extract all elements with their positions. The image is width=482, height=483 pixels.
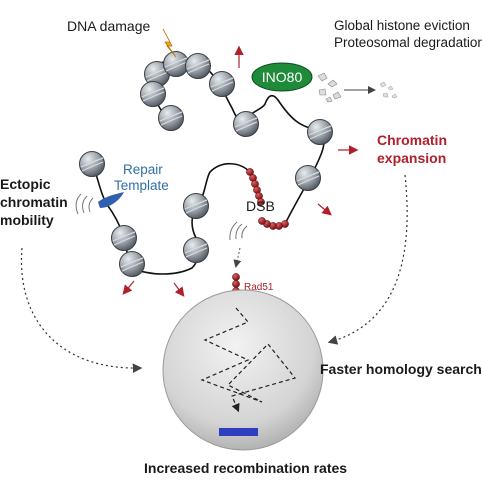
nucleosome (79, 151, 105, 177)
motion-arcs (75, 193, 248, 241)
histone-fragments-icon (317, 72, 342, 103)
nucleosome (183, 193, 209, 219)
lower-chromatin-fiber (91, 162, 251, 275)
homologous-target-bar (219, 428, 258, 436)
chromatin-expansion-label-line2: expansion (377, 150, 447, 166)
degraded-fragments-icon (379, 81, 398, 99)
nucleosome (140, 81, 166, 107)
dna-damage-label: DNA damage (67, 18, 151, 34)
nucleosome (209, 71, 235, 97)
faster-homology-search-label: Faster homology search (320, 361, 482, 377)
nucleosomes (79, 51, 333, 277)
ectopic-mobility-arrow (20, 247, 143, 373)
nucleosome (158, 105, 184, 131)
nucleus-sphere (162, 289, 324, 451)
nucleosome (307, 119, 333, 145)
homology-search-path (200, 307, 297, 413)
rad51-label: Rad51 (244, 282, 274, 293)
nucleosome (183, 237, 209, 263)
nucleosome (185, 53, 211, 79)
repair-template-label-line1: Repair (123, 162, 163, 177)
ino80-complex (251, 62, 313, 92)
lightning-bolt-icon (162, 28, 177, 58)
dsb-end-beads (258, 217, 289, 230)
global-histone-eviction-label: Global histone eviction (334, 18, 470, 33)
nucleosome (119, 251, 145, 277)
proteosomal-degradation-label: Proteosomal degradation (334, 35, 482, 50)
ectopic-mobility-label-line3: mobility (0, 212, 54, 228)
dsb-end-beads (246, 168, 265, 206)
repair-template-label-line2: Template (114, 178, 169, 193)
nucleosome (233, 111, 259, 137)
repair-template-segment (98, 192, 124, 208)
dsb-label: DSB (246, 198, 275, 214)
chromatin-expansion-arrow (327, 174, 408, 345)
nucleosome (111, 225, 137, 251)
chromatin-expansion-label-line1: Chromatin (377, 132, 447, 148)
movement-arrows (122, 45, 359, 297)
ectopic-mobility-label-line2: chromatin (0, 194, 68, 210)
increased-recombination-label: Increased recombination rates (144, 460, 348, 476)
ino80-label: INO80 (261, 69, 303, 85)
ectopic-mobility-label-line1: Ectopic (0, 176, 51, 192)
nucleosome (295, 165, 321, 191)
dsb-to-rad51-arrow (233, 247, 242, 268)
nucleosome (163, 51, 189, 77)
